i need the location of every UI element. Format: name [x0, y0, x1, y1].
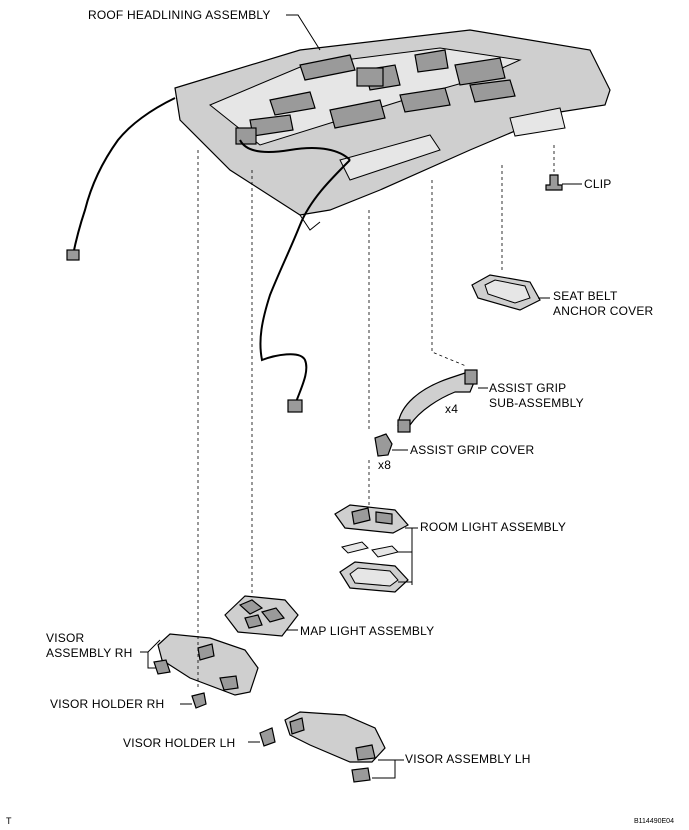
roof-headlining-label: ROOF HEADLINING ASSEMBLY — [88, 8, 271, 22]
wire-harness-center — [259, 159, 351, 406]
room-light-bracket — [398, 527, 418, 585]
visor-rh-label-line1: VISOR — [46, 631, 85, 645]
assist-grip-label-line2: SUB-ASSEMBLY — [489, 396, 584, 410]
visor-holder-rh-part — [191, 692, 207, 709]
map-light-part — [224, 595, 299, 637]
clip-part — [545, 174, 563, 191]
assist-grip-part — [397, 369, 478, 433]
visor-lh-label: VISOR ASSEMBLY LH — [405, 752, 531, 766]
visor-holder-lh-part — [259, 727, 276, 747]
assist-grip-cover-label: ASSIST GRIP COVER — [410, 443, 535, 457]
visor-lh-bracket — [372, 759, 404, 779]
seat-belt-anchor-cover-label-line1: SEAT BELT — [553, 289, 618, 303]
wire-harness-left — [72, 97, 176, 256]
assist-grip-cover-part — [374, 433, 393, 457]
room-light-part — [334, 504, 409, 593]
visor-holder-lh-label: VISOR HOLDER LH — [123, 736, 236, 750]
roof-headlining-leader — [286, 14, 321, 51]
visor-lh-part — [284, 711, 386, 783]
assist-grip-label-line1: ASSIST GRIP — [489, 381, 567, 395]
visor-holder-rh-label: VISOR HOLDER RH — [50, 697, 165, 711]
map-light-label: MAP LIGHT ASSEMBLY — [300, 624, 435, 638]
roof-headlining-shape — [174, 29, 611, 231]
footer-left-mark: T — [6, 816, 12, 826]
visor-rh-bracket — [140, 639, 161, 669]
seat-belt-anchor-cover-label-line2: ANCHOR COVER — [553, 304, 654, 318]
connector-center — [287, 399, 303, 413]
visor-rh-part — [153, 633, 259, 696]
seat-belt-anchor-cover-part — [471, 274, 541, 311]
figure-code: B114490E04 — [634, 818, 674, 825]
clip-label: CLIP — [584, 177, 612, 191]
connector-left — [66, 249, 80, 261]
wire-roof-run — [239, 139, 351, 161]
visor-rh-label-line2: ASSEMBLY RH — [46, 646, 133, 660]
assist-grip-cover-quantity: x8 — [378, 458, 392, 472]
assist-grip-dash — [431, 180, 467, 367]
room-light-label: ROOM LIGHT ASSEMBLY — [420, 520, 567, 534]
assist-grip-quantity: x4 — [445, 402, 459, 416]
